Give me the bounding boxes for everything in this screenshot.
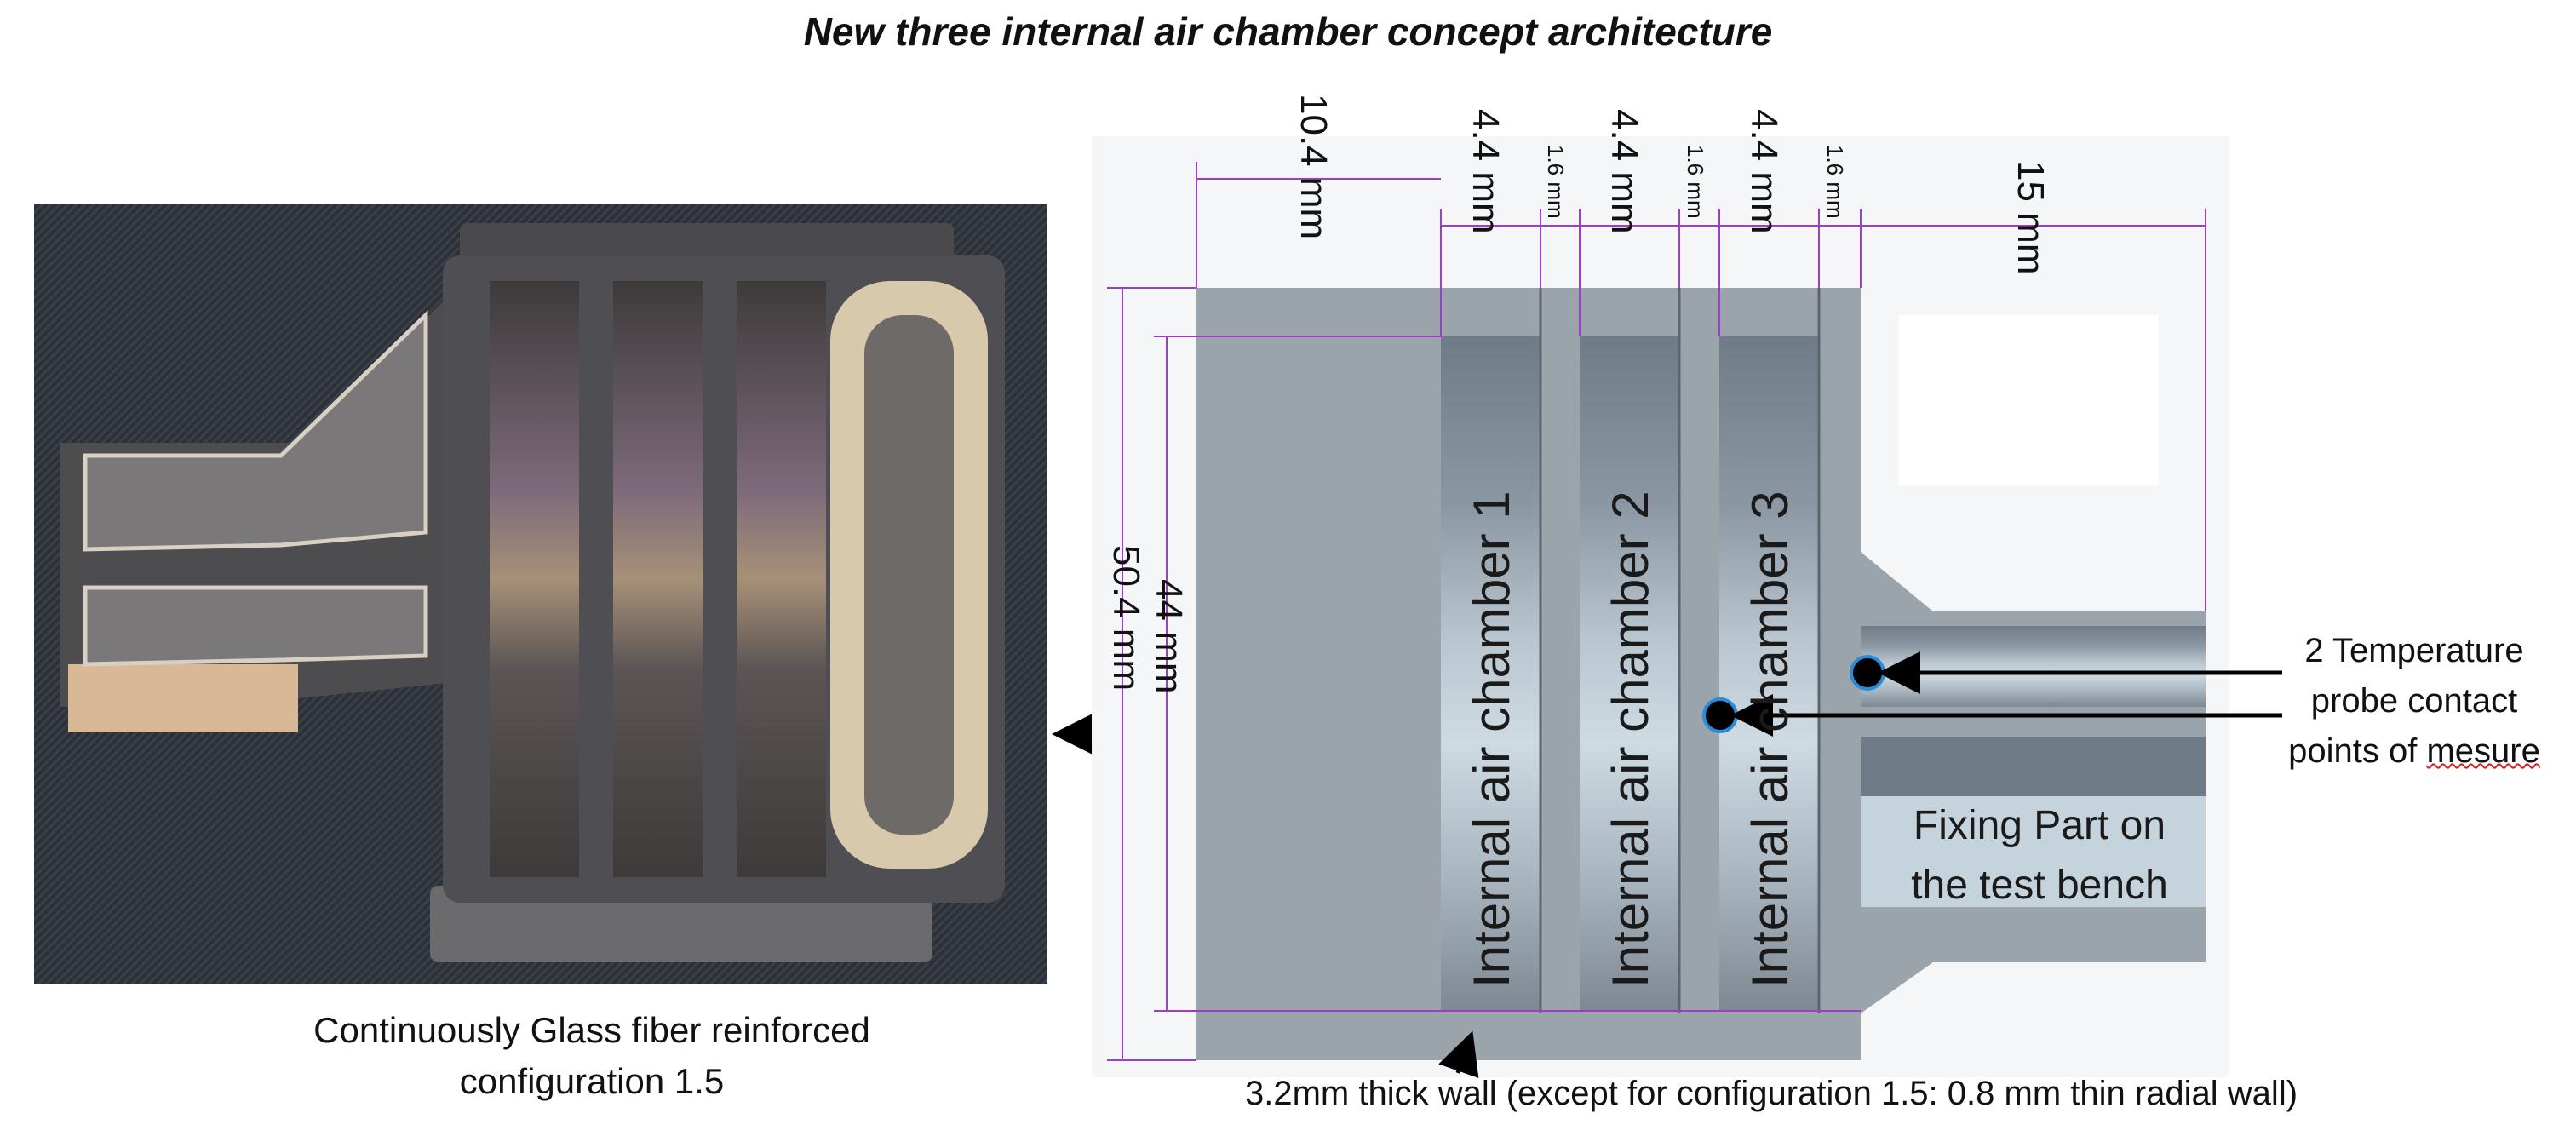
probe-label-line-3: points of mesure bbox=[2257, 726, 2572, 777]
air-chamber-3 bbox=[1719, 336, 1819, 1011]
photo-slot-1 bbox=[490, 281, 579, 877]
probe-point-lower bbox=[1702, 697, 1738, 733]
chamber-labels: Internal air chamber 1 Internal air cham… bbox=[1463, 491, 1799, 988]
probe-label-misspelled-word: mesure bbox=[2426, 732, 2540, 770]
photo-flange-top-pocket bbox=[83, 310, 428, 552]
photo-oval-inner bbox=[864, 315, 954, 835]
fixing-part-dark-band bbox=[1861, 737, 2206, 796]
dim-chamber-1: 4.4 mm bbox=[1465, 109, 1506, 234]
part-photo bbox=[34, 204, 1047, 984]
dim-outer-height: 50.4 mm bbox=[1105, 545, 1147, 691]
photo-flange-bottom-pocket bbox=[83, 585, 428, 667]
probe-label-line-2: probe contact bbox=[2310, 682, 2518, 720]
photo-caption-line-2: configuration 1.5 bbox=[459, 1061, 725, 1101]
dimension-labels: 10.4 mm 4.4 mm 1.6 mm 4.4 mm 1.6 mm 4.4 … bbox=[1105, 94, 2051, 693]
probe-label-line-1: 2 Temperature bbox=[2304, 632, 2524, 669]
section-drawing: 10.4 mm 4.4 mm 1.6 mm 4.4 mm 1.6 mm 4.4 … bbox=[1092, 94, 2282, 1079]
chamber-label-2: Internal air chamber 2 bbox=[1602, 491, 1659, 988]
dim-inner-height: 44 mm bbox=[1148, 579, 1190, 693]
figure-title: New three internal air chamber concept a… bbox=[803, 9, 1773, 54]
air-chamber-2 bbox=[1580, 336, 1679, 1011]
dim-left-wall: 10.4 mm bbox=[1293, 94, 1334, 239]
photo-caption-line-1: Continuously Glass fiber reinforced bbox=[313, 1010, 870, 1050]
dim-chamber-3: 4.4 mm bbox=[1743, 109, 1785, 234]
photo-caption: Continuously Glass fiber reinforced conf… bbox=[0, 1005, 1184, 1107]
probe-point-upper bbox=[1850, 655, 1885, 691]
photo-bottom-rail bbox=[430, 886, 932, 962]
air-chamber-1 bbox=[1441, 336, 1540, 1011]
fixing-part-light-band bbox=[1861, 796, 2206, 907]
chamber-label-1: Internal air chamber 1 bbox=[1463, 491, 1520, 988]
dim-rib-2: 1.6 mm bbox=[1683, 145, 1708, 219]
dim-chamber-2: 4.4 mm bbox=[1604, 109, 1645, 234]
fixing-part-upper-band bbox=[1861, 626, 2206, 707]
dimension-lines bbox=[1107, 162, 2206, 1061]
dim-rib-1: 1.6 mm bbox=[1543, 145, 1569, 219]
dim-rib-3: 1.6 mm bbox=[1822, 145, 1848, 219]
photo-flange-edge bbox=[68, 664, 298, 732]
probe-label: 2 Temperature probe contact points of me… bbox=[2257, 626, 2572, 777]
chamber-label-3: Internal air chamber 3 bbox=[1741, 491, 1799, 988]
wall-note-arrow bbox=[1438, 1030, 1479, 1079]
fixing-part-line-1: Fixing Part on bbox=[1913, 803, 2166, 848]
dim-right-part: 15 mm bbox=[2010, 160, 2051, 274]
drawing-blank-area bbox=[1899, 315, 2159, 485]
wall-thickness-note: 3.2mm thick wall (except for configurati… bbox=[1244, 1075, 2298, 1112]
photo-slot-3 bbox=[737, 281, 826, 877]
fixing-part-line-2: the test bench bbox=[1911, 863, 2168, 908]
probe-label-line-3-text: points of bbox=[2288, 732, 2418, 770]
fixing-part-label: Fixing Part on the test bench bbox=[1911, 803, 2168, 908]
photo-slot-2 bbox=[613, 281, 703, 877]
